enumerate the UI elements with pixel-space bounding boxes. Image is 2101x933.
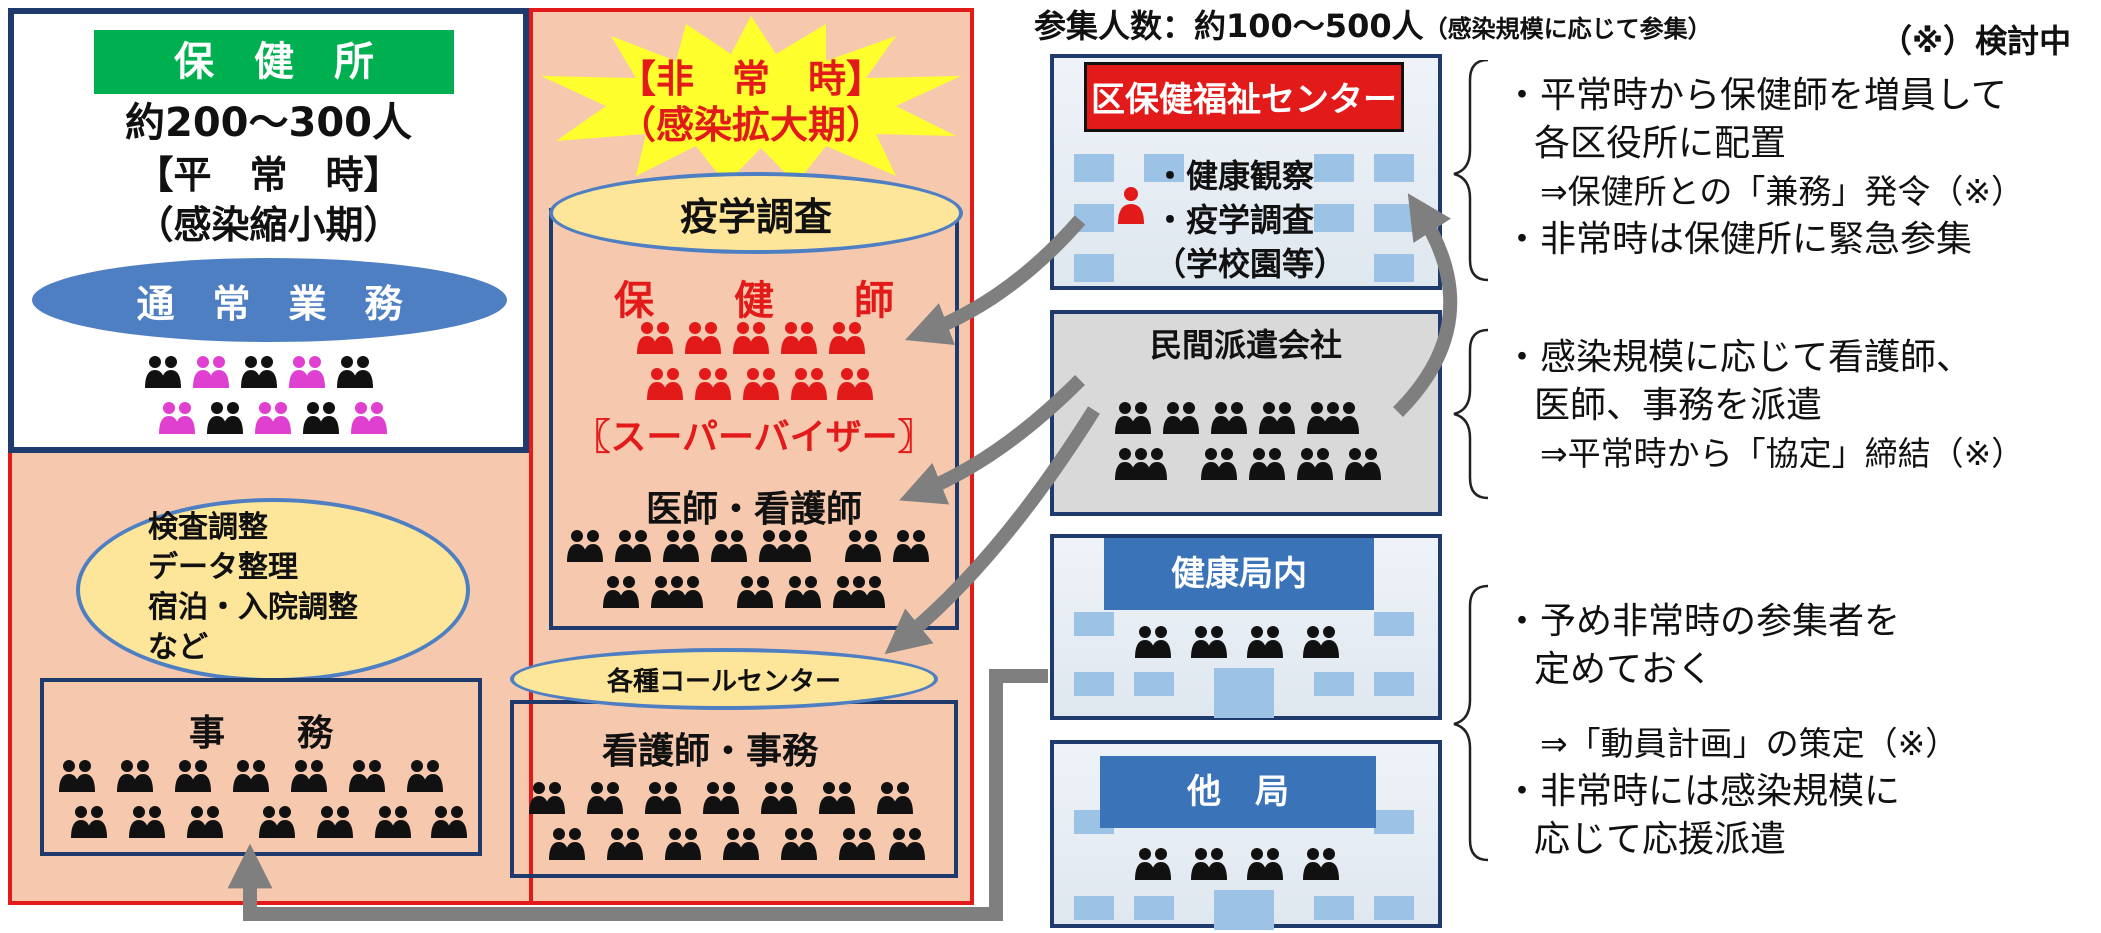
emergency-title: 【非 常 時】	[617, 57, 884, 101]
emergency-panel	[529, 8, 974, 905]
ward-center-title: 区保健福祉センター	[1084, 62, 1404, 132]
brace-icon	[1453, 584, 1489, 862]
office-tasks-ellipse	[76, 498, 470, 682]
arrow-agency-to-callcenter	[884, 406, 1100, 655]
ward-task: ・健康観察	[1154, 157, 1315, 195]
health-bureau-building: 健康局内	[1050, 534, 1442, 720]
building-windows-icon	[1074, 154, 1414, 282]
note-line: ・感染規模に応じて看護師、	[1504, 337, 1973, 378]
note-line: 各区役所に配置	[1534, 123, 1787, 164]
emergency-phase: （感染拡大期）	[617, 103, 884, 147]
callcenter-label: 各種コールセンター	[606, 666, 841, 697]
building-windows-icon	[1074, 612, 1414, 718]
note-group-3: ・予め非常時の参集者を 定めておく ⇒「動員計画」の策定（※） ・非常時には感染…	[1504, 598, 1958, 864]
epi-investigation-box	[549, 208, 959, 630]
attendance-count: 参集人数：約100〜500人	[1034, 7, 1424, 45]
attendance-note: （感染規模に応じて参集）	[1423, 15, 1712, 43]
hokenjo-normal-label: 【平 常 時】	[135, 153, 402, 197]
other-bureau-building: 他 局	[1050, 740, 1442, 930]
note-line: 定めておく	[1534, 649, 1713, 690]
arrow-bureau-to-clerical	[227, 669, 1048, 921]
public-health-nurses-label: 保 健 師	[614, 278, 894, 324]
starburst-icon	[541, 16, 961, 184]
task-item: データ整理	[148, 550, 298, 585]
note-group-2: ・感染規模に応じて看護師、 医師、事務を派遣 ⇒平常時から「協定」締結（※）	[1504, 334, 2024, 478]
note-line: ・非常時は保健所に緊急参集	[1504, 219, 1973, 260]
brace-icons	[1453, 60, 1489, 862]
note-line: ・平常時から保健師を増員して	[1504, 75, 2007, 116]
arrow-ward-to-nurses	[905, 215, 1086, 345]
note-line: ⇒「動員計画」の策定（※）	[1540, 724, 1959, 763]
note-line: ・非常時には感染規模に	[1504, 771, 1901, 812]
hokenjo-phase: （感染縮小期）	[135, 203, 402, 247]
ward-tasks: ・健康観察 ・疫学調査 （学校園等）	[1154, 154, 1346, 286]
note-line: 応じて応援派遣	[1534, 819, 1787, 860]
note-line: ⇒保健所との「兼務」発令（※）	[1540, 172, 2024, 211]
building-windows-icon	[1074, 810, 1414, 930]
under-review-label: （※）検討中	[1880, 22, 2072, 60]
agency-label: 民間派遣会社	[1149, 326, 1342, 364]
ward-center-building: 区保健福祉センター ・健康観察 ・疫学調査 （学校園等）	[1050, 54, 1442, 290]
arrow-agency-to-ward	[1393, 193, 1458, 417]
epi-ellipse: 疫学調査	[549, 172, 963, 254]
doctors-nurses-label: 医師・看護師	[645, 489, 862, 530]
arrow-agency-to-doctors	[899, 375, 1085, 505]
hokenjo-normal-box: 保 健 所 約200〜300人 【平 常 時】 （感染縮小期） 通 常 業 務	[8, 8, 529, 453]
brace-icon	[1453, 328, 1489, 500]
clerical-label: 事 務	[188, 713, 333, 754]
office-tasks-list: 検査調整 データ整理 宿泊・入院調整 など	[148, 508, 358, 668]
supervisor-label: 〖スーパーバイザー〗	[574, 417, 934, 458]
hokenjo-count: 約200〜300人	[125, 100, 412, 146]
task-item: 宿泊・入院調整	[148, 590, 358, 625]
brace-icon	[1453, 60, 1489, 282]
other-bureau-title: 他 局	[1100, 756, 1376, 828]
hokenjo-title: 保 健 所	[94, 30, 454, 94]
note-line: 医師、事務を派遣	[1534, 385, 1823, 426]
health-bureau-title: 健康局内	[1104, 538, 1374, 610]
note-group-1: ・平常時から保健師を増員して 各区役所に配置 ⇒保健所との「兼務」発令（※） ・…	[1504, 72, 2024, 264]
task-item: 検査調整	[148, 510, 268, 545]
task-item: など	[148, 630, 208, 665]
ward-task: （学校園等）	[1154, 245, 1347, 283]
note-line: ・予め非常時の参集者を	[1504, 601, 1901, 642]
person-icon	[1118, 187, 1144, 224]
normal-work-ellipse: 通 常 業 務	[32, 258, 507, 342]
epi-label: 疫学調査	[679, 194, 832, 239]
callcenter-staff-label: 看護師・事務	[601, 731, 818, 772]
attendance-label: 参集人数：約100〜500人（感染規模に応じて参集）	[1034, 6, 1712, 49]
normal-work-label: 通 常 業 務	[136, 281, 403, 326]
callcenter-ellipse: 各種コールセンター	[510, 648, 938, 710]
note-line: ⇒平常時から「協定」締結（※）	[1540, 434, 2025, 473]
ward-task: ・疫学調査	[1154, 201, 1315, 239]
